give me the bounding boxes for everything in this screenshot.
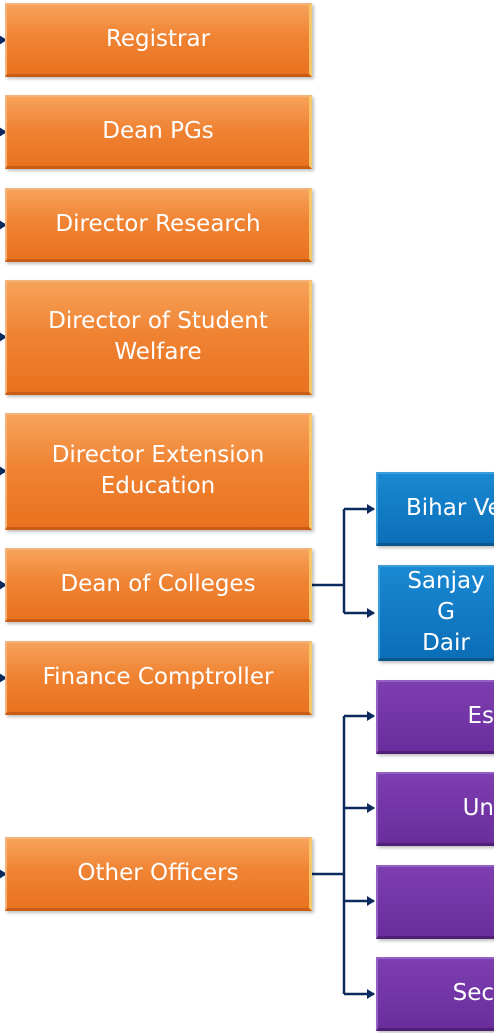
node-label: Registrar <box>105 26 211 52</box>
node-label: Bihar Ve <box>406 495 494 521</box>
node-dean-of-colleges: Dean of Colleges <box>5 548 312 622</box>
node-director-research: Director Research <box>5 188 312 262</box>
node-label: Other Officers <box>77 860 239 886</box>
node-officer-2: Un <box>376 772 494 846</box>
node-officer-1: Es <box>376 680 494 754</box>
node-label: Un <box>462 795 494 821</box>
node-finance-comptroller: Finance Comptroller <box>5 641 312 715</box>
node-director-student-welfare: Director of Student Welfare <box>5 280 312 395</box>
node-director-extension-education: Director Extension Education <box>5 413 312 530</box>
node-registrar: Registrar <box>5 3 312 77</box>
node-label: Es <box>467 703 494 729</box>
node-label: Director of Student Welfare <box>48 308 268 365</box>
node-other-officers: Other Officers <box>5 837 312 911</box>
node-label: Director Extension Education <box>51 442 265 499</box>
node-officer-4: Sec <box>376 957 494 1031</box>
node-college-1: Bihar Ve <box>376 472 494 546</box>
node-officer-3 <box>376 865 494 939</box>
node-college-2: Sanjay G Dair <box>378 565 494 661</box>
node-label: Sec <box>452 980 494 1006</box>
node-label: Dean PGs <box>102 118 214 144</box>
node-label: Sanjay G Dair <box>407 568 485 656</box>
node-label: Finance Comptroller <box>42 664 274 690</box>
node-label: Director Research <box>55 211 261 237</box>
node-dean-pgs: Dean PGs <box>5 95 312 169</box>
node-label: Dean of Colleges <box>60 571 256 597</box>
